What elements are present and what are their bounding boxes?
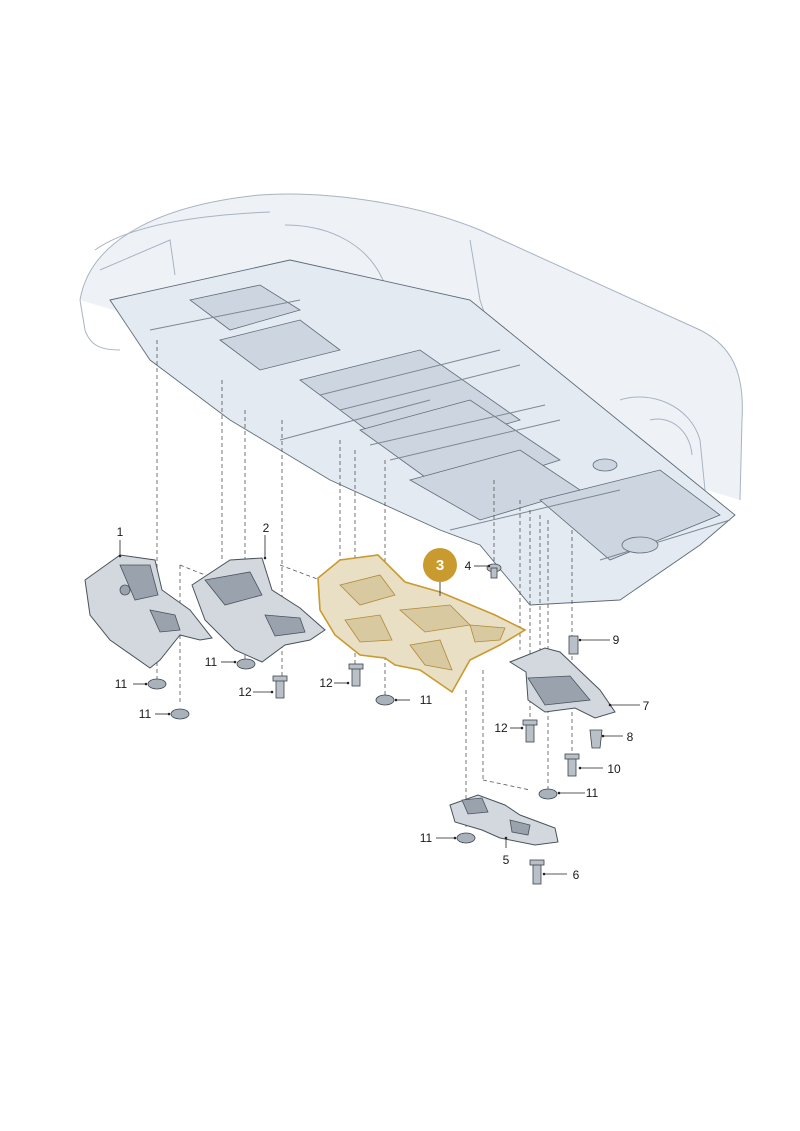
callout-3-badge[interactable]: 3 <box>423 548 457 582</box>
fasteners <box>147 563 603 885</box>
callout-8-label[interactable]: 8 <box>627 730 634 744</box>
bolt-12-icon <box>522 719 538 743</box>
callout-7-label[interactable]: 7 <box>643 699 650 713</box>
callout-1-label[interactable]: 1 <box>117 525 124 539</box>
bolt-4-icon <box>486 563 502 579</box>
callout-12-label[interactable]: 12 <box>238 685 252 699</box>
vehicle-underbody <box>109 259 736 606</box>
part-1-heat-shield <box>84 554 213 669</box>
bolt-6-icon <box>529 859 545 885</box>
callout-11-label[interactable]: 11 <box>420 693 433 707</box>
clip-8-icon <box>589 729 603 749</box>
callout-11-label[interactable]: 11 <box>586 786 599 800</box>
callout-5-label[interactable]: 5 <box>503 853 510 867</box>
callout-6-label[interactable]: 6 <box>573 868 580 882</box>
nut-11-icon <box>236 658 256 670</box>
callout-labels: 1 2 4 5 6 7 8 9 10 11 11 11 11 11 11 12 … <box>115 521 650 882</box>
bolt-12-icon <box>348 663 364 687</box>
bolt-10-icon <box>564 753 580 777</box>
nut-11-icon <box>538 788 558 800</box>
callout-4-label[interactable]: 4 <box>465 559 472 573</box>
callout-11-label[interactable]: 11 <box>420 831 433 845</box>
nut-11-icon <box>456 832 476 844</box>
callout-12-label[interactable]: 12 <box>319 676 333 690</box>
nut-11-icon <box>375 694 395 706</box>
nut-11-icon <box>170 708 190 720</box>
callout-9-label[interactable]: 9 <box>613 633 620 647</box>
callout-2-label[interactable]: 2 <box>263 521 270 535</box>
callout-11-label[interactable]: 11 <box>205 655 218 669</box>
callout-12-label[interactable]: 12 <box>494 721 508 735</box>
callout-11-label[interactable]: 11 <box>139 707 152 721</box>
leader-lines <box>118 535 640 876</box>
callout-3-label: 3 <box>436 557 444 574</box>
part-3-heat-shield-highlighted <box>317 554 527 694</box>
nut-11-icon <box>147 678 167 690</box>
part-2-heat-shield <box>191 557 326 663</box>
bolt-12-icon <box>272 675 288 699</box>
part-5-bracket <box>449 794 559 846</box>
callout-10-label[interactable]: 10 <box>607 762 621 776</box>
part-7-heat-shield <box>508 647 616 719</box>
callout-11-label[interactable]: 11 <box>115 677 128 691</box>
bolt-9-icon <box>568 635 579 655</box>
